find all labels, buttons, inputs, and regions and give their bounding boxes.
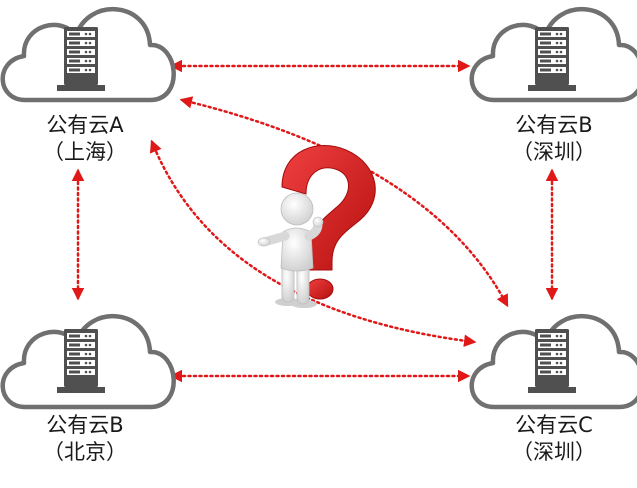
node-label-b-shenzhen: 公有云B （深圳） xyxy=(474,112,634,166)
thinking-person-figure xyxy=(257,145,376,308)
node-label-b-beijing: 公有云B （北京） xyxy=(5,412,165,466)
node-name: 公有云A xyxy=(46,113,124,137)
connectors xyxy=(71,59,559,383)
node-location: （深圳） xyxy=(512,140,596,164)
node-location: （上海） xyxy=(43,140,127,164)
node-name: 公有云B xyxy=(46,413,124,437)
node-name: 公有云C xyxy=(515,413,593,437)
server-rack-icon xyxy=(528,329,576,393)
server-rack-icon xyxy=(57,329,105,393)
cloud-node-c xyxy=(472,316,637,407)
cloud-node-a xyxy=(3,9,174,100)
node-name: 公有云B xyxy=(515,113,593,137)
cloud-node-b-shenzhen xyxy=(472,9,637,100)
question-mark-icon xyxy=(281,145,376,300)
link-a-to-c-lower xyxy=(149,139,477,347)
server-rack-icon xyxy=(57,27,105,91)
node-location: （深圳） xyxy=(512,440,596,464)
server-rack-icon xyxy=(528,27,576,91)
cloud-node-b-beijing xyxy=(3,316,174,407)
node-location: （北京） xyxy=(43,440,127,464)
node-label-c: 公有云C （深圳） xyxy=(474,412,634,466)
node-label-a: 公有云A （上海） xyxy=(5,112,165,166)
